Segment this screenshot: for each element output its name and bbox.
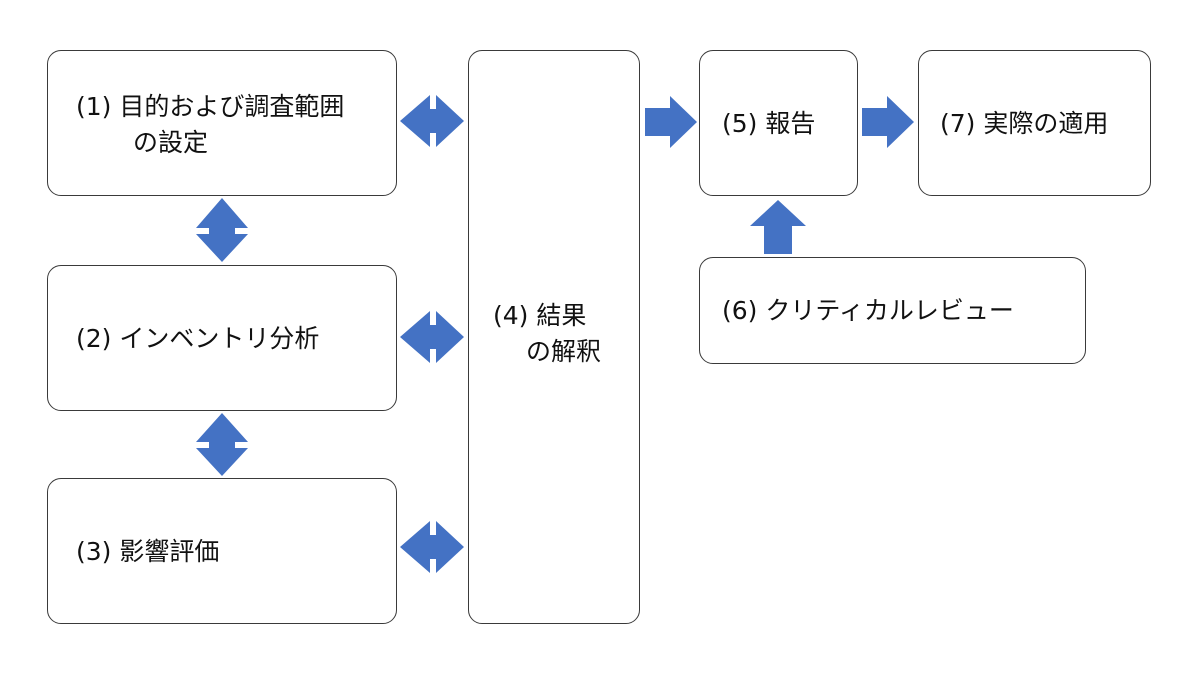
step-4-interpretation-box: (4) 結果 の解釈 bbox=[468, 50, 640, 624]
step-4-label-line2: の解釈 bbox=[526, 337, 602, 366]
step-3-label: (3) 影響評価 bbox=[76, 537, 220, 566]
double-arrow-s2-s4 bbox=[400, 311, 464, 363]
double-arrow-s3-s4 bbox=[400, 521, 464, 573]
arrow-s5-to-s7 bbox=[862, 96, 914, 148]
step-5-report-box: (5) 報告 bbox=[699, 50, 858, 196]
step-1-label-line1: (1) 目的および調査範囲 bbox=[76, 92, 345, 121]
step-4-label-line1: (4) 結果 bbox=[493, 301, 587, 330]
step-2-inventory-analysis-box: (2) インベントリ分析 bbox=[47, 265, 397, 411]
arrow-s4-to-s5 bbox=[645, 96, 697, 148]
step-7-application-box: (7) 実際の適用 bbox=[918, 50, 1151, 196]
step-3-impact-assessment-box: (3) 影響評価 bbox=[47, 478, 397, 624]
arrow-s6-to-s5 bbox=[750, 200, 806, 254]
double-arrow-s1-s2 bbox=[196, 198, 248, 262]
step-6-critical-review-box: (6) クリティカルレビュー bbox=[699, 257, 1086, 364]
step-7-label: (7) 実際の適用 bbox=[940, 109, 1109, 138]
step-6-label: (6) クリティカルレビュー bbox=[722, 296, 1014, 325]
double-arrow-s1-s4 bbox=[400, 95, 464, 147]
step-1-goal-scope-box: (1) 目的および調査範囲 の設定 bbox=[47, 50, 397, 196]
step-2-label: (2) インベントリ分析 bbox=[76, 324, 320, 353]
step-1-label-line2: の設定 bbox=[133, 128, 209, 157]
step-5-label: (5) 報告 bbox=[722, 109, 816, 138]
double-arrow-s2-s3 bbox=[196, 413, 248, 476]
